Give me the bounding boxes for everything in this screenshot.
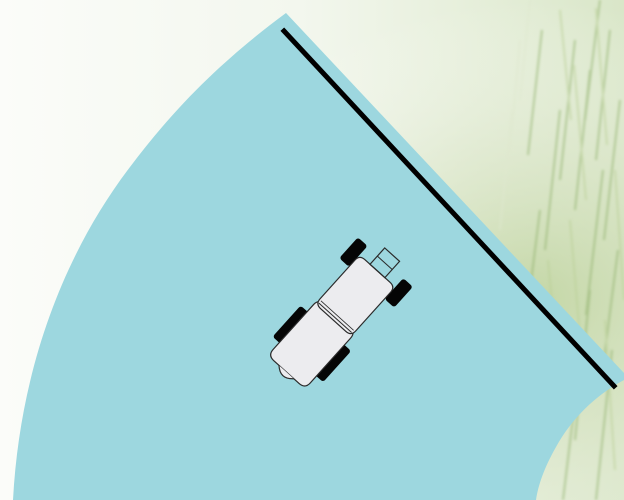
field-map-canvas (0, 0, 624, 500)
field-coverage-view (0, 0, 624, 500)
